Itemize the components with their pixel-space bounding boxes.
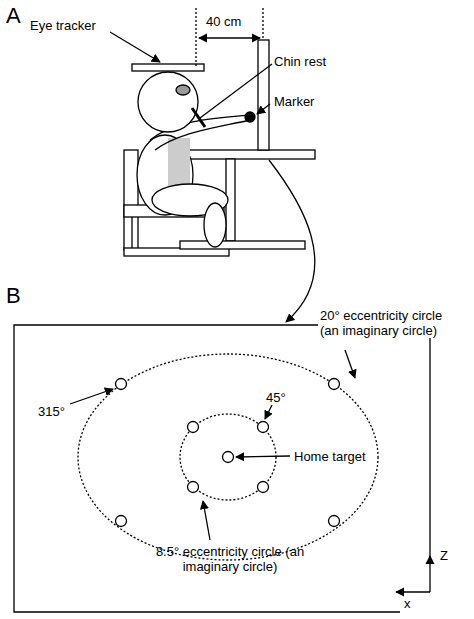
angle-label: 45°: [266, 390, 286, 405]
target-label: Home target: [294, 449, 366, 464]
circle-label: 20° eccentricity circle (an imaginary ci…: [318, 308, 462, 338]
panel-letter: A: [6, 4, 21, 28]
axis-label: Z: [440, 548, 448, 563]
axis-label: x: [404, 596, 411, 611]
circle-label: 8.5° eccentricity circle (an imaginary c…: [140, 544, 320, 574]
panel-letter: B: [6, 284, 21, 308]
part-label: Marker: [274, 94, 314, 109]
part-label: Chin rest: [274, 54, 326, 69]
angle-label: 315°: [38, 404, 65, 419]
part-label: Eye tracker: [30, 18, 96, 33]
dimension-label: 40 cm: [206, 14, 241, 29]
